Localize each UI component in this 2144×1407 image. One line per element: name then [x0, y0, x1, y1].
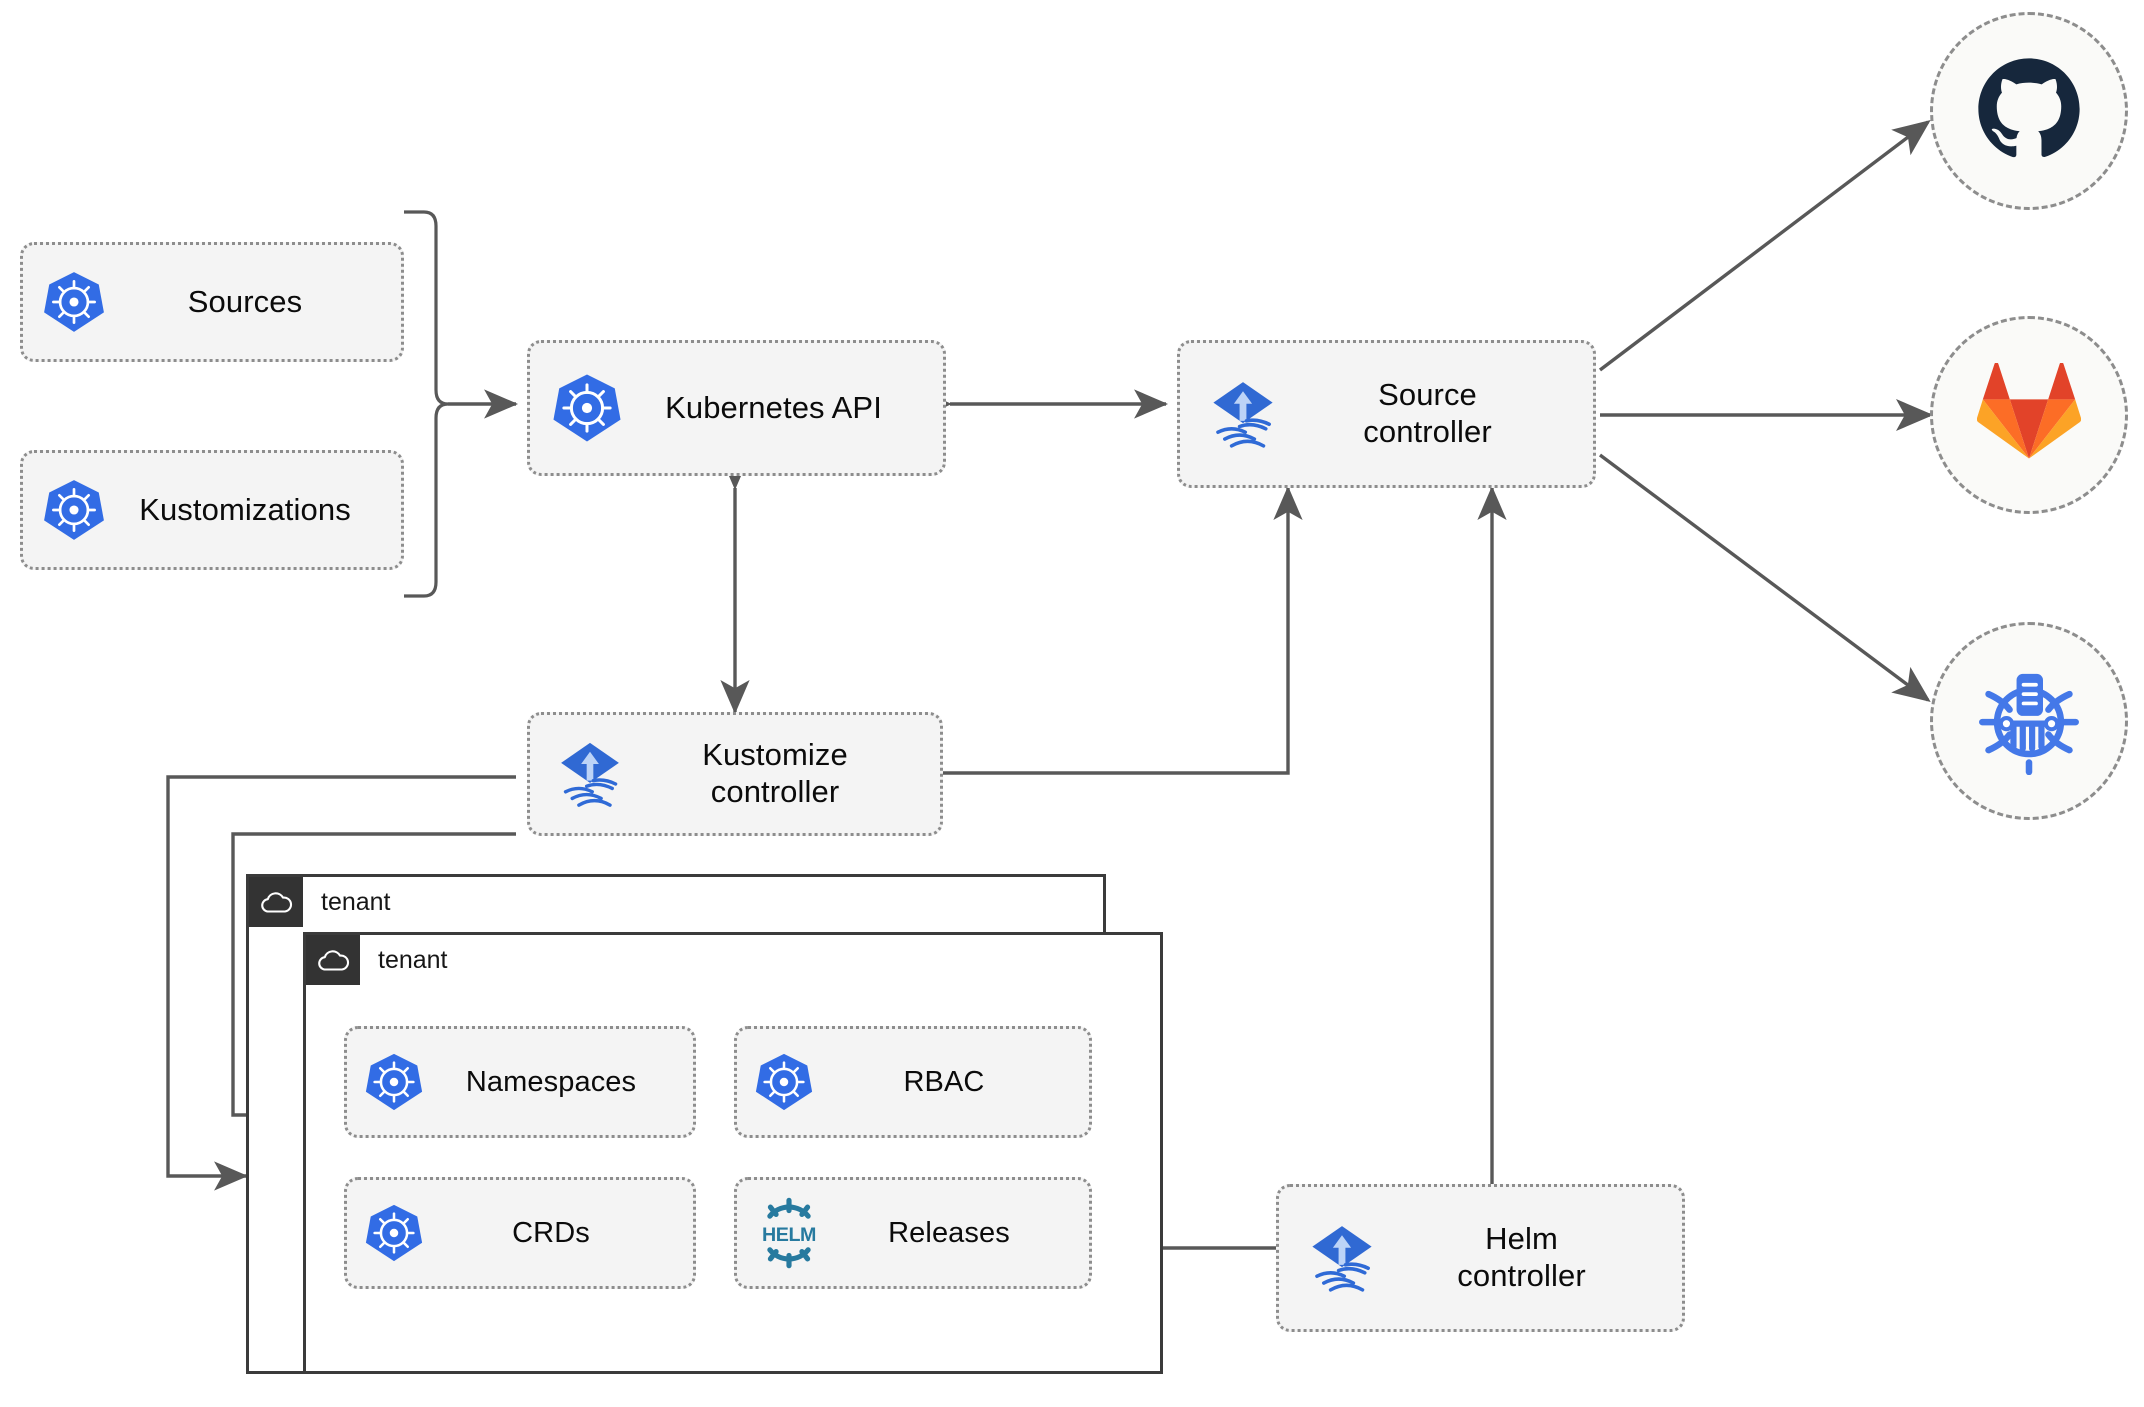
tenant-title: tenant	[321, 887, 391, 916]
node-rbac[interactable]: RBAC	[734, 1026, 1092, 1138]
provider-gitlab[interactable]	[1930, 316, 2128, 514]
kubernetes-icon	[363, 1202, 425, 1264]
node-label: Namespaces	[465, 1065, 637, 1098]
svg-text:HELM: HELM	[762, 1224, 816, 1246]
node-label: Sources	[187, 283, 303, 319]
github-icon	[1975, 55, 2083, 168]
tenant-header: tenant	[306, 935, 448, 985]
node-crds[interactable]: CRDs	[344, 1177, 696, 1289]
node-label: CRDs	[512, 1216, 590, 1249]
kubernetes-icon	[41, 269, 107, 335]
node-label: Kustomizations	[139, 491, 351, 527]
node-kubernetes-api[interactable]: Kubernetes API	[527, 340, 946, 476]
node-label: Kubernetes API	[665, 389, 882, 425]
provider-harbor[interactable]	[1930, 622, 2128, 820]
provider-github[interactable]	[1930, 12, 2128, 210]
gitlab-icon	[1976, 361, 2082, 468]
flux-icon	[1301, 1217, 1383, 1299]
node-label: Kustomize controller	[702, 737, 848, 809]
node-label: Releases	[888, 1216, 1010, 1249]
flux-icon	[550, 734, 630, 814]
cloud-icon	[249, 877, 303, 927]
helm-icon: HELM	[753, 1197, 825, 1269]
node-source-controller[interactable]: Source controller	[1177, 340, 1596, 488]
tenant-title: tenant	[378, 945, 448, 974]
kubernetes-icon	[363, 1051, 425, 1113]
tenant-box-front[interactable]: tenant Namespaces	[303, 932, 1163, 1374]
node-namespaces[interactable]: Namespaces	[344, 1026, 696, 1138]
node-kustomize-controller[interactable]: Kustomize controller	[527, 712, 943, 836]
flux-icon	[1202, 373, 1284, 455]
kubernetes-icon	[550, 371, 624, 445]
tenant-header: tenant	[249, 877, 391, 927]
node-label: RBAC	[903, 1065, 985, 1098]
node-kustomizations[interactable]: Kustomizations	[20, 450, 404, 570]
cloud-icon	[306, 935, 360, 985]
node-releases[interactable]: HELM Releases	[734, 1177, 1092, 1289]
node-helm-controller[interactable]: Helm controller	[1276, 1184, 1685, 1332]
kubernetes-icon	[753, 1051, 815, 1113]
harbor-icon	[1973, 663, 2085, 780]
node-label: Source controller	[1363, 377, 1492, 449]
node-label: Helm controller	[1457, 1221, 1586, 1293]
kubernetes-icon	[41, 477, 107, 543]
node-sources[interactable]: Sources	[20, 242, 404, 362]
